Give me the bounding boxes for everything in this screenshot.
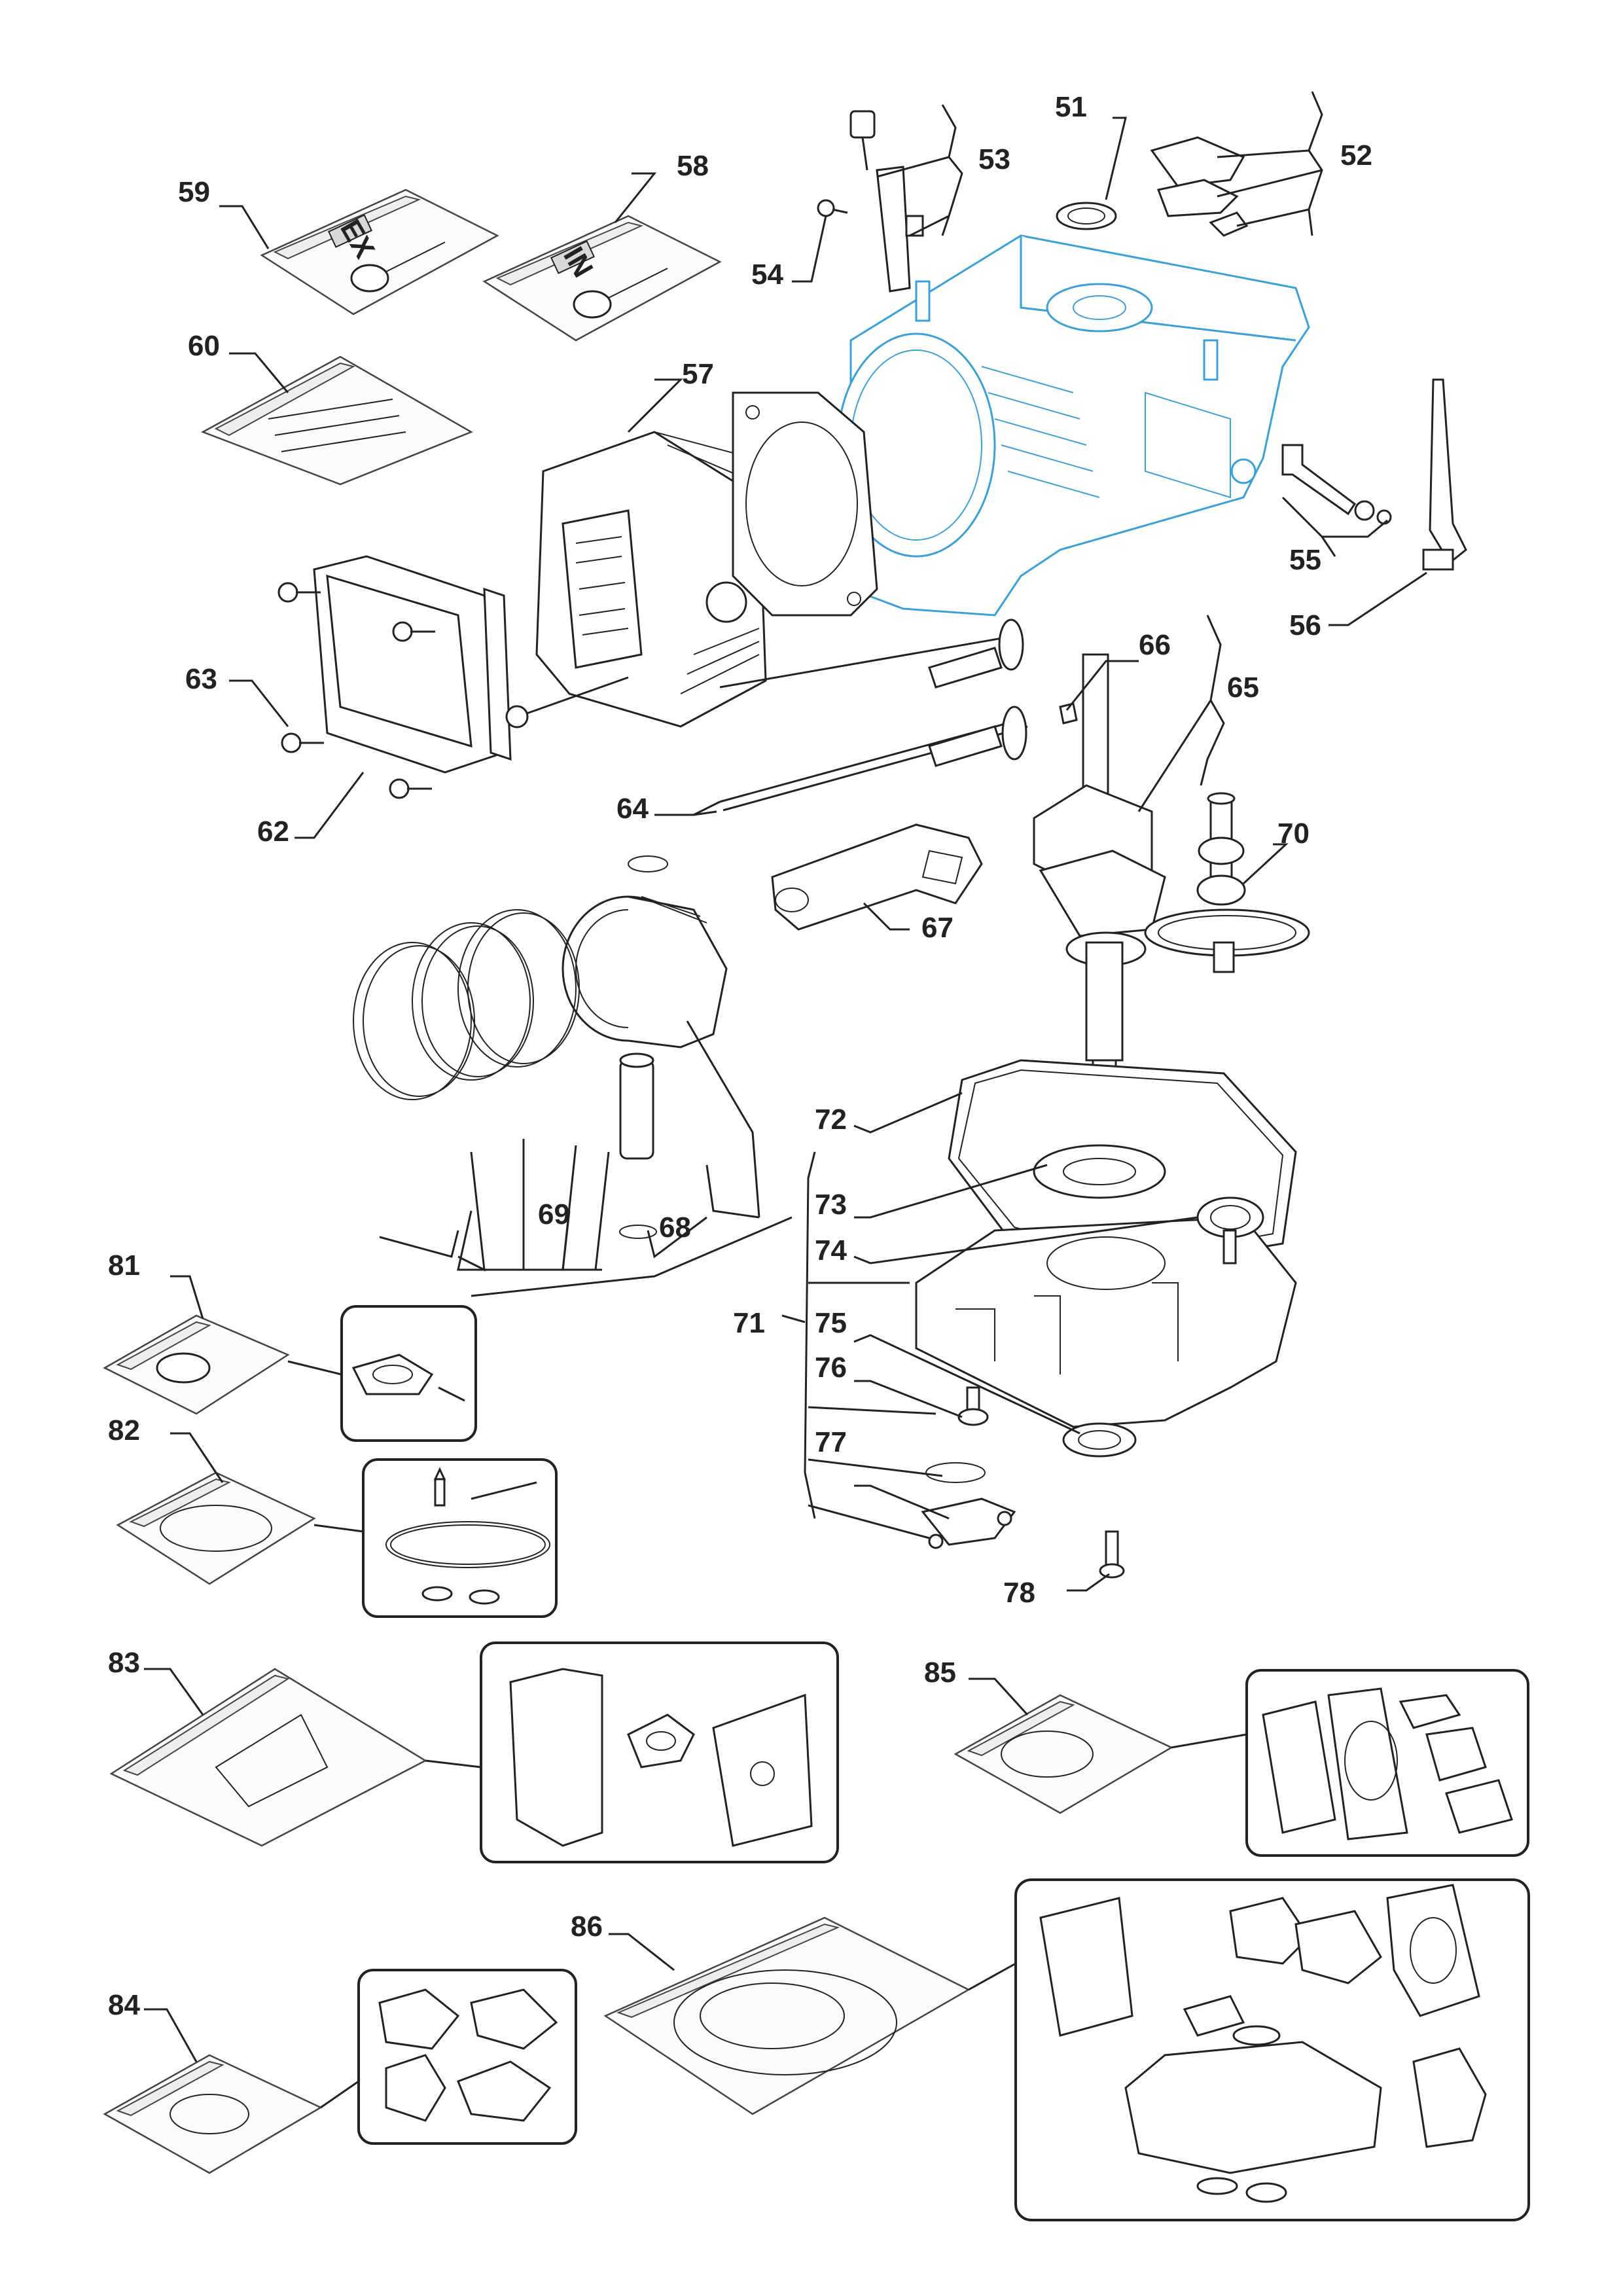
camshaft[interactable] <box>1144 792 1310 973</box>
kit-81-bag[interactable] <box>103 1314 290 1415</box>
governor-gear[interactable] <box>1196 1196 1264 1265</box>
callout-59: 59 <box>178 176 210 208</box>
callout-54: 54 <box>751 259 783 291</box>
callout-51: 51 <box>1055 91 1087 123</box>
callout-53: 53 <box>978 143 1010 175</box>
callout-74: 74 <box>815 1234 847 1266</box>
kit-82-detail <box>362 1458 558 1618</box>
callout-65: 65 <box>1227 672 1259 704</box>
cylinder-head[interactable] <box>535 431 767 728</box>
callout-62: 62 <box>257 816 289 848</box>
callout-86: 86 <box>571 1910 603 1943</box>
callout-84: 84 <box>108 1989 140 2021</box>
piston-pin[interactable] <box>619 1052 654 1160</box>
bolt-78[interactable] <box>1099 1530 1125 1579</box>
push-rods[interactable] <box>719 619 1028 812</box>
kit-83-bag[interactable] <box>109 1668 427 1847</box>
callout-58: 58 <box>677 150 709 182</box>
valve-kit-exhaust-bag[interactable]: EX <box>260 188 499 315</box>
piston-circlip-top[interactable] <box>628 855 668 872</box>
kit-83-detail <box>480 1641 839 1863</box>
callout-83: 83 <box>108 1647 140 1679</box>
callout-72: 72 <box>815 1103 847 1136</box>
callout-73: 73 <box>815 1189 847 1221</box>
callout-56: 56 <box>1289 609 1321 641</box>
callout-64: 64 <box>616 793 649 825</box>
valve-kit-intake-bag[interactable]: IN <box>482 215 722 342</box>
callout-77: 77 <box>815 1426 847 1458</box>
valve-spring-bag[interactable] <box>201 355 473 486</box>
leader-lines <box>144 91 1427 2109</box>
kit-84-detail <box>357 1969 577 2145</box>
kit-81-detail <box>340 1305 477 1442</box>
piston-circlip-bottom[interactable] <box>619 1225 657 1239</box>
kit-85-bag[interactable] <box>954 1694 1173 1814</box>
crankcase-oil-seal[interactable] <box>1062 1422 1137 1458</box>
kit-86-detail <box>1014 1878 1530 2221</box>
drain-plug[interactable] <box>957 1386 989 1426</box>
dipstick-tube[interactable] <box>849 110 924 293</box>
callout-63: 63 <box>185 663 217 695</box>
callout-82: 82 <box>108 1414 140 1446</box>
rocker-cover[interactable] <box>313 555 512 774</box>
callout-70: 70 <box>1277 817 1310 850</box>
callout-69: 69 <box>538 1198 570 1230</box>
callout-67: 67 <box>921 912 954 944</box>
crankshaft[interactable] <box>1033 653 1166 1107</box>
kit-86-bag[interactable] <box>603 1916 971 2115</box>
callout-labels: 51 52 53 54 55 56 57 58 59 60 62 63 64 6… <box>108 91 1372 2021</box>
callout-68: 68 <box>659 1211 691 1244</box>
head-gasket[interactable] <box>732 391 878 617</box>
breather-cover[interactable] <box>1150 136 1249 237</box>
callout-57: 57 <box>682 358 714 390</box>
callout-66: 66 <box>1139 629 1171 661</box>
governor-shaft[interactable] <box>1281 444 1392 525</box>
kit-82-bag[interactable] <box>116 1471 316 1585</box>
kit-84-bag[interactable] <box>103 2054 323 2174</box>
oil-seal[interactable] <box>1056 202 1117 230</box>
callout-60: 60 <box>188 330 220 362</box>
callout-75: 75 <box>815 1307 847 1339</box>
crankshaft-key[interactable] <box>1059 702 1078 725</box>
cover-plate[interactable] <box>921 1462 1016 1549</box>
connecting-rod[interactable] <box>771 823 983 931</box>
tube-screw[interactable] <box>817 199 848 217</box>
callout-78: 78 <box>1003 1577 1035 1609</box>
governor-lever[interactable] <box>1422 378 1467 571</box>
callout-52: 52 <box>1340 139 1372 171</box>
cover-bolts[interactable] <box>277 582 629 799</box>
callout-71: 71 <box>733 1307 765 1339</box>
piston-rings[interactable] <box>353 909 580 1100</box>
engine-block[interactable] <box>836 234 1310 617</box>
kit-85-detail <box>1245 1669 1529 1857</box>
callout-76: 76 <box>815 1352 847 1384</box>
callout-81: 81 <box>108 1249 140 1282</box>
crankcase-bearing[interactable] <box>1033 1144 1166 1199</box>
callout-55: 55 <box>1289 544 1321 576</box>
piston[interactable] <box>562 895 728 1049</box>
callout-85: 85 <box>924 1657 956 1689</box>
